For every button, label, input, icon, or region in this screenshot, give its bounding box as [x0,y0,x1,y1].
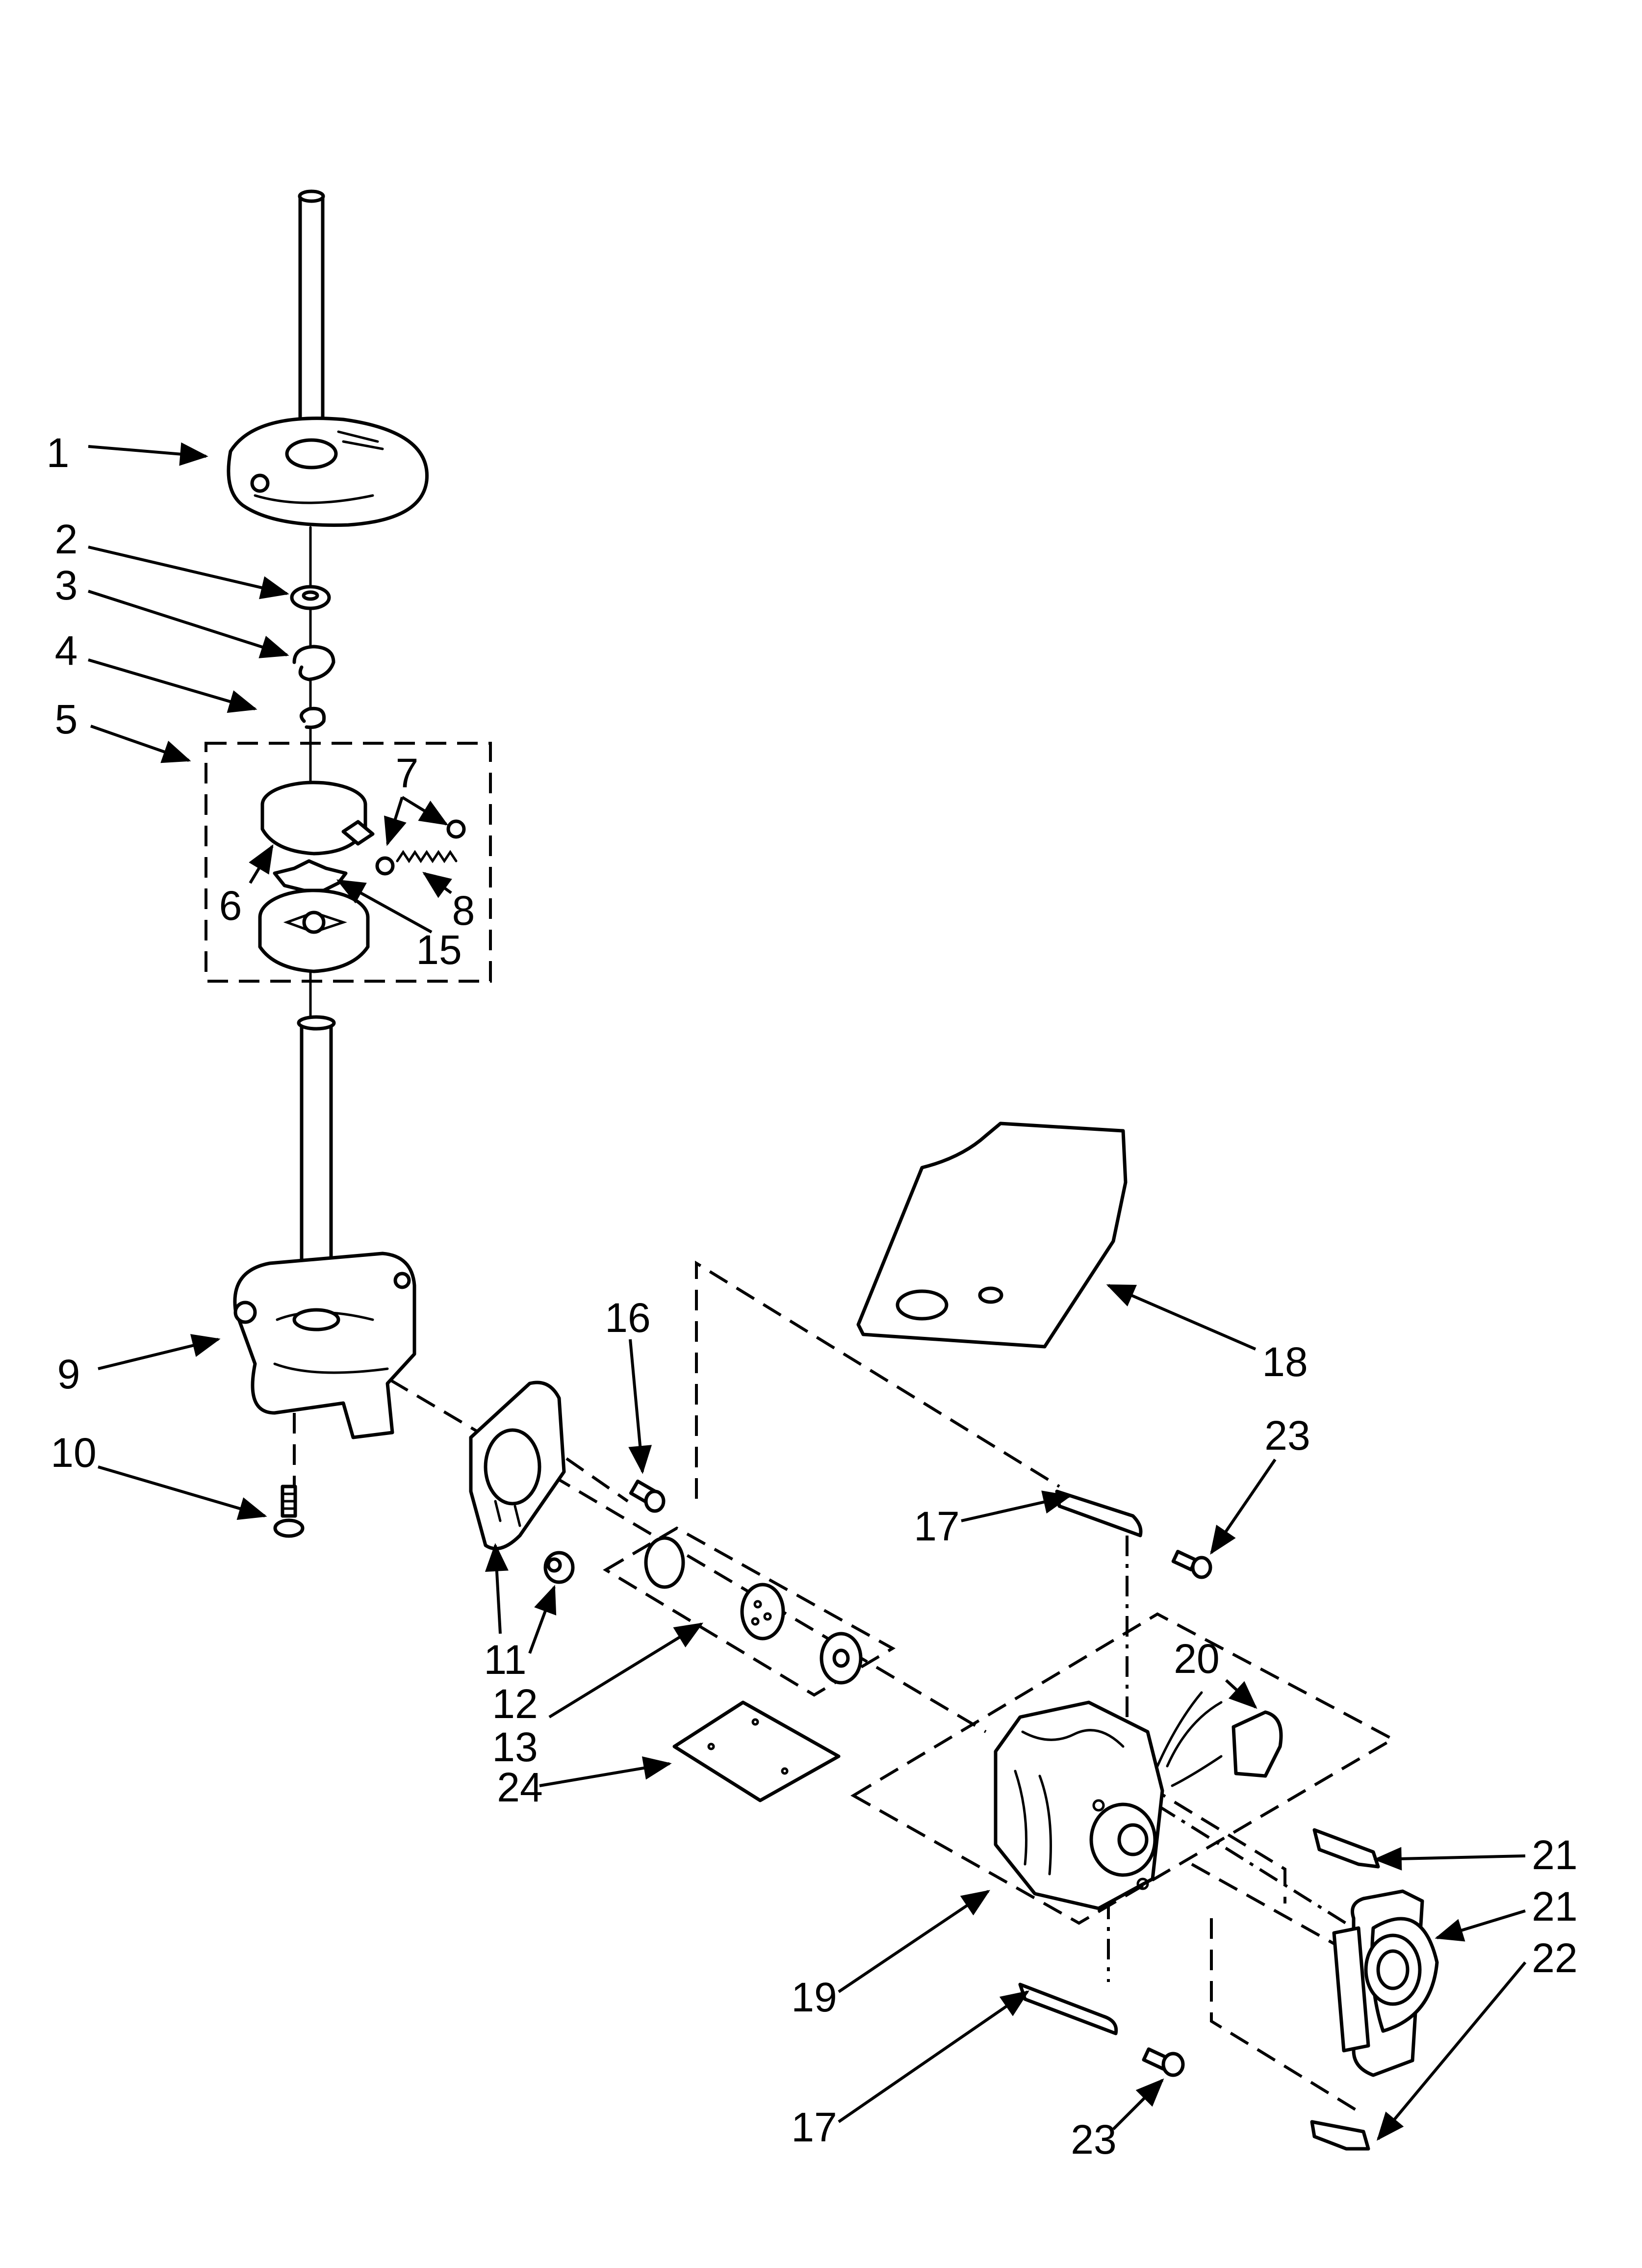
callout-20: 20 [1174,1636,1219,1682]
callout-22: 21 [1532,1883,1577,1929]
part-21-upper-clip [1312,1828,1380,1869]
callout-18: 18 [1262,1339,1308,1385]
part-20-switch [1156,1691,1283,1787]
callout-leader-lines [88,442,1527,2141]
part-18-shield [856,1121,1128,1349]
part-22-pump [1332,1889,1439,2077]
callout-10: 10 [51,1430,96,1476]
part-9-gearcase [233,1015,416,1439]
part-23-lower-screw [1142,2047,1185,2077]
callout-1: 1 [47,430,70,476]
part-11-mounting-plate [469,1381,566,1551]
part-21-lower-clip [1310,2120,1370,2151]
part-12-bushing [543,1551,575,1584]
part-17-upper-clip [1055,1489,1143,1538]
part-23-upper-screw [1171,1550,1212,1579]
callout-17-lower: 17 [791,2104,837,2150]
callout-labels: 1 2 3 4 5 6 7 8 9 10 11 12 13 15 16 17 1… [47,430,1578,2163]
part-4-ring [299,706,326,729]
callout-11: 11 [484,1637,526,1683]
part-13-coupling [644,1536,863,1685]
part-24-pad [672,1700,841,1802]
part-5-clutch-assembly [258,781,466,973]
callout-7: 7 [396,750,419,796]
callout-3: 3 [55,562,78,608]
callout-8: 8 [452,887,475,934]
callout-17-upper: 17 [914,1503,959,1549]
part-19-motor [994,1700,1164,1910]
part-16-screw [629,1479,666,1513]
callout-4: 4 [55,627,78,674]
callout-21-lower: 22 [1532,1935,1577,1981]
callout-23-lower: 23 [1071,2116,1116,2163]
callout-6: 6 [219,883,242,929]
part-17-lower-clip [1018,1982,1118,2035]
callout-13: 13 [492,1724,538,1770]
part-1-drive-shaft [227,189,429,527]
callout-5: 5 [55,696,78,742]
part-2-washer [290,585,331,610]
part-10-screw [273,1485,305,1538]
callout-23-upper: 23 [1264,1412,1310,1459]
callout-24: 24 [497,1764,542,1810]
part-3-retainer [292,645,335,681]
callout-19: 19 [791,1974,837,2020]
callout-15: 15 [416,927,462,973]
callout-9: 9 [57,1351,80,1397]
callout-2: 2 [55,516,78,562]
callout-21-upper: 21 [1532,1832,1577,1878]
callout-16: 16 [605,1295,650,1341]
callout-12: 12 [492,1681,538,1727]
